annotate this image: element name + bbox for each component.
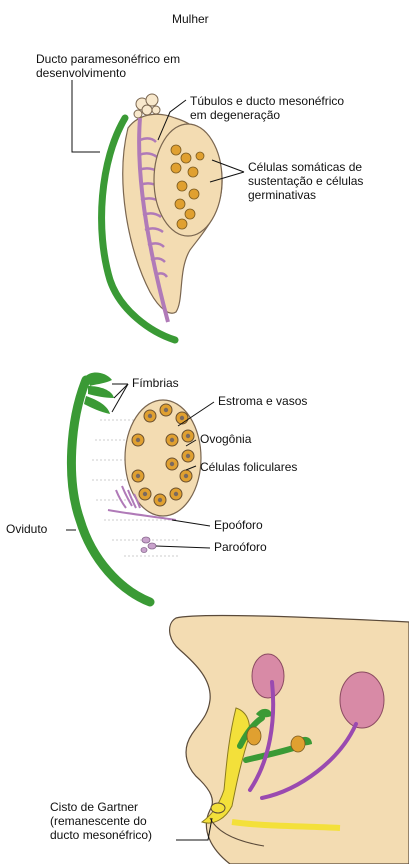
paroophoron — [141, 537, 156, 553]
panel-ovary — [66, 373, 214, 602]
label-somatic-cells: Células somáticas de sustentação e célul… — [248, 160, 398, 202]
ovary-right — [340, 672, 384, 728]
panel-adult-female — [170, 615, 409, 864]
figure-title: Mulher — [172, 12, 209, 26]
label-follicular-cells: Células foliculares — [200, 460, 297, 474]
developing-gonad — [154, 124, 222, 236]
label-stroma: Estroma e vasos — [218, 394, 307, 408]
label-mesonephric-tubules: Túbulos e ducto mesonéfrico em degeneraç… — [190, 94, 360, 122]
label-oogonia: Ovogônia — [200, 432, 251, 446]
ovary-left — [252, 654, 284, 698]
label-paroophoron: Paroóforo — [214, 540, 267, 554]
label-fimbriae: Fímbrias — [132, 376, 179, 390]
gartner-cyst — [211, 803, 225, 813]
label-epoophoron: Epoóforo — [214, 518, 263, 532]
label-oviduct: Oviduto — [6, 522, 47, 536]
label-gartner-cyst: Cisto de Gartner (remanescente do ducto … — [50, 800, 178, 842]
label-paramesonephric-duct: Ducto paramesonéfrico em desenvolvimento — [36, 52, 186, 80]
fimbriae-shape — [84, 373, 114, 414]
degenerating-tubule-bubbles — [134, 94, 160, 118]
